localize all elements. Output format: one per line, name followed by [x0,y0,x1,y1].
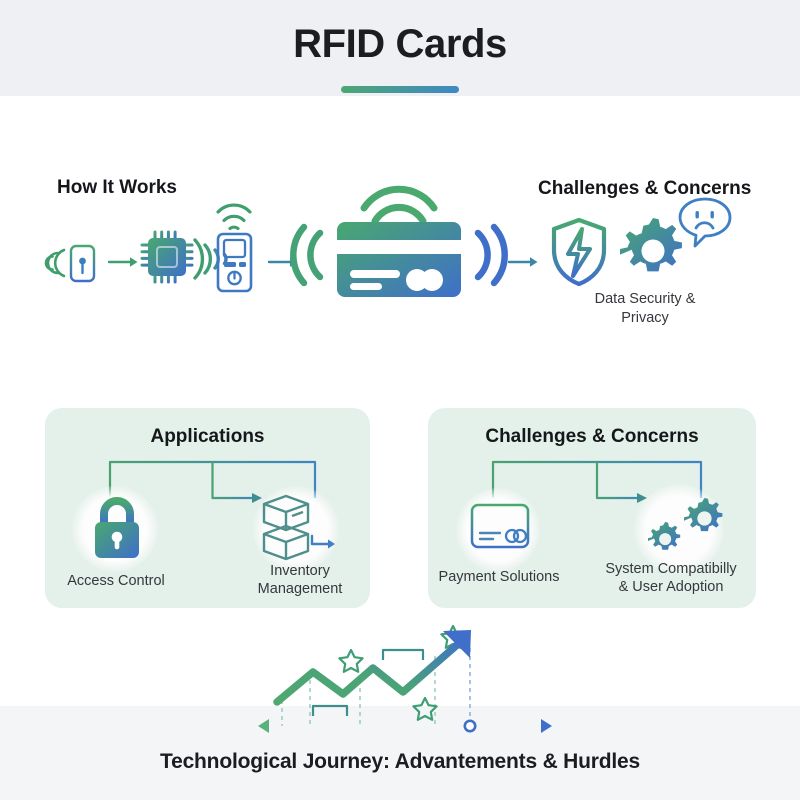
header-band [0,0,800,96]
label-system-compatibility: System Compatibilly & User Adoption [586,560,756,596]
gear-icon [620,218,682,272]
panel-challenges-title: Challenges & Concerns [485,426,699,447]
challenges-connector-tree [491,460,703,503]
page-title: RFID Cards [293,22,507,66]
rfid-tag-icon [44,244,96,283]
chart-growth-line [273,634,469,706]
flow-arrow-1-icon [107,257,138,267]
title-underline-accent [341,86,459,93]
label-inventory-line2: Management [257,581,343,598]
rfid-reader-icon [216,203,253,293]
chart-hurdle-markers [311,648,425,716]
applications-connector-tree [108,460,317,503]
microchip-icon [140,230,194,284]
flow-arrow-3-icon [507,257,538,267]
payment-card-halo [456,488,540,572]
credit-card-outline-icon [470,503,530,549]
rfid-card-icon [290,185,508,297]
chart-axis-left-arrow [258,719,269,733]
footer-band [0,706,800,800]
double-gear-icon [648,498,723,550]
label-payment-solutions: Payment Solutions [438,569,560,585]
sad-face-bubble-icon [678,197,732,248]
boxes-stack-icon [262,494,335,561]
label-access-control: Access Control [67,573,165,589]
label-system-line1: System Compatibilly [605,561,737,577]
chart-node-marker [463,719,477,733]
label-inventory-line1: Inventory [270,563,330,579]
caption-data-security: Data Security & Privacy [594,291,696,326]
broken-shield-icon [551,217,607,287]
chart-title: Technological Journey: Advantements & Hu… [160,750,640,773]
panel-applications-title: Applications [150,426,265,447]
journey-chart [258,624,552,733]
panel-applications: Applications Access Control [45,408,370,608]
label-inventory-management: Inventory Management [230,562,370,598]
section-heading-how-it-works: How It Works [57,177,177,198]
chart-star-markers [338,624,466,721]
chart-arrowhead [443,630,471,658]
double-gear-halo [634,484,724,574]
padlock-icon [95,497,139,558]
panel-challenges: Challenges & Concerns Payment Solutions [428,408,756,608]
label-system-line2: & User Adoption [618,579,724,596]
section-heading-challenges-top: Challenges & Concerns [538,178,752,199]
chart-axis-right-arrow [541,719,552,733]
